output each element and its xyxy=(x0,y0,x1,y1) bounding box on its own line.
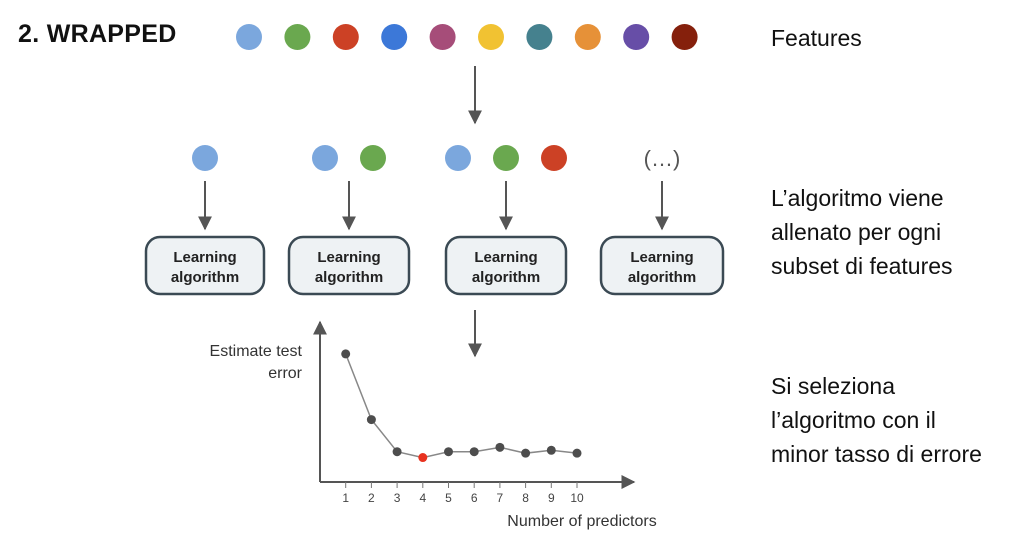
learning-algorithm-box xyxy=(287,235,411,296)
subset-dot xyxy=(541,145,567,171)
data-point xyxy=(341,349,351,359)
data-point xyxy=(392,447,402,457)
feature-subsets: (…) xyxy=(192,145,680,171)
x-tick-label: 2 xyxy=(368,491,375,505)
features-row xyxy=(236,24,698,50)
learning-algorithm-box xyxy=(444,235,568,296)
subset-ellipsis: (…) xyxy=(644,146,681,171)
error-curve xyxy=(345,353,578,459)
selection-caption-line: Si seleziona xyxy=(771,373,896,399)
subset-dot xyxy=(445,145,471,171)
x-tick-label: 1 xyxy=(342,491,349,505)
data-point xyxy=(572,448,582,458)
feature-dot xyxy=(623,24,650,50)
x-axis-label: Number of predictors xyxy=(507,513,656,530)
x-tick-label: 7 xyxy=(497,491,504,505)
features-caption-line: Features xyxy=(771,25,862,51)
subset-dot xyxy=(360,145,386,171)
x-tick-label: 6 xyxy=(471,491,478,505)
learning-algorithm-box xyxy=(144,235,266,296)
learning-algorithms: Learning algorithm Learning algorithm Learni… xyxy=(144,235,725,296)
features-caption: Features xyxy=(771,21,862,55)
selection-caption-line: minor tasso di errore xyxy=(771,441,982,467)
feature-dot xyxy=(478,24,504,50)
data-point xyxy=(469,447,479,457)
learning-algorithm-label: Learning xyxy=(474,249,537,266)
data-point xyxy=(366,415,376,425)
learning-algorithm-label: algorithm xyxy=(315,269,383,286)
feature-dot xyxy=(284,24,311,50)
x-tick-label: 10 xyxy=(570,491,584,505)
y-axis-label: error xyxy=(268,365,302,382)
selection-caption-line: l’algoritmo con il xyxy=(771,407,936,433)
learning-algorithm-box xyxy=(599,235,725,296)
learning-algorithm-label: Learning xyxy=(317,249,380,266)
feature-dot xyxy=(236,24,262,50)
data-point xyxy=(444,447,453,457)
best-point xyxy=(418,453,428,463)
data-point xyxy=(495,442,505,452)
feature-dot xyxy=(429,24,456,50)
learning-algorithm-label: algorithm xyxy=(472,269,540,286)
feature-dot xyxy=(574,24,601,50)
feature-dot xyxy=(332,24,359,50)
training-caption: L’algoritmo viene allenato per ogni subs… xyxy=(771,181,953,283)
page-title: 2. WRAPPED xyxy=(18,20,177,48)
x-tick-label: 4 xyxy=(419,491,426,505)
x-tick-label: 5 xyxy=(445,491,452,505)
x-tick-label: 9 xyxy=(548,491,555,505)
training-caption-line: allenato per ogni xyxy=(771,219,942,245)
subset-dot xyxy=(312,145,338,171)
learning-algorithm-label: algorithm xyxy=(171,269,239,286)
training-caption-line: subset di features xyxy=(771,253,953,279)
subset-dot xyxy=(192,145,218,171)
y-axis-label: Estimate test xyxy=(210,343,303,360)
subset-dot xyxy=(493,145,519,171)
feature-dot xyxy=(671,24,698,50)
feature-dot xyxy=(381,24,408,50)
data-point xyxy=(521,448,531,458)
learning-algorithm-label: algorithm xyxy=(628,269,696,286)
selection-caption: Si seleziona l’algoritmo con il minor ta… xyxy=(771,369,982,471)
training-caption-line: L’algoritmo viene xyxy=(771,185,944,211)
feature-dot xyxy=(526,24,553,50)
x-tick-label: 3 xyxy=(394,491,401,505)
learning-algorithm-label: Learning xyxy=(630,249,693,266)
data-point xyxy=(546,445,556,455)
arrows xyxy=(198,66,669,358)
learning-algorithm-label: Learning xyxy=(173,249,236,266)
x-tick-label: 8 xyxy=(522,491,529,505)
